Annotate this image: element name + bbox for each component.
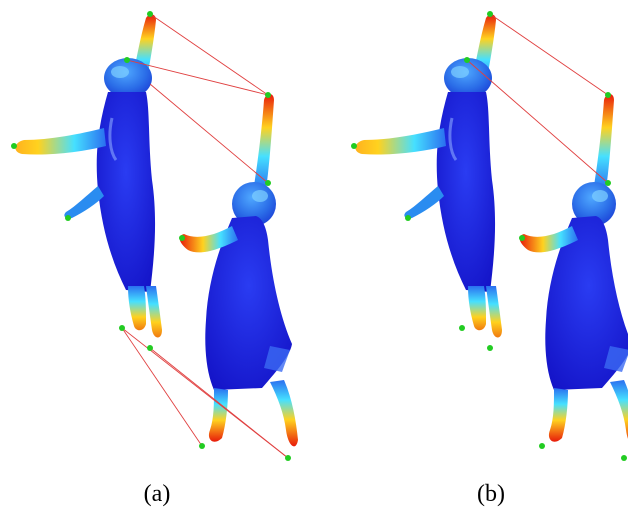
correspondence-lines	[466, 13, 609, 184]
mesh-shape-target	[179, 94, 298, 447]
mesh-shape-target	[519, 94, 628, 447]
caption-b: (b)	[477, 481, 505, 507]
mesh-shape-source	[353, 12, 504, 339]
caption-a: (a)	[143, 481, 171, 507]
panel-a	[11, 11, 298, 461]
feature-point-markers	[351, 11, 627, 461]
feature-point-markers	[11, 11, 291, 461]
panel-b	[351, 11, 628, 461]
